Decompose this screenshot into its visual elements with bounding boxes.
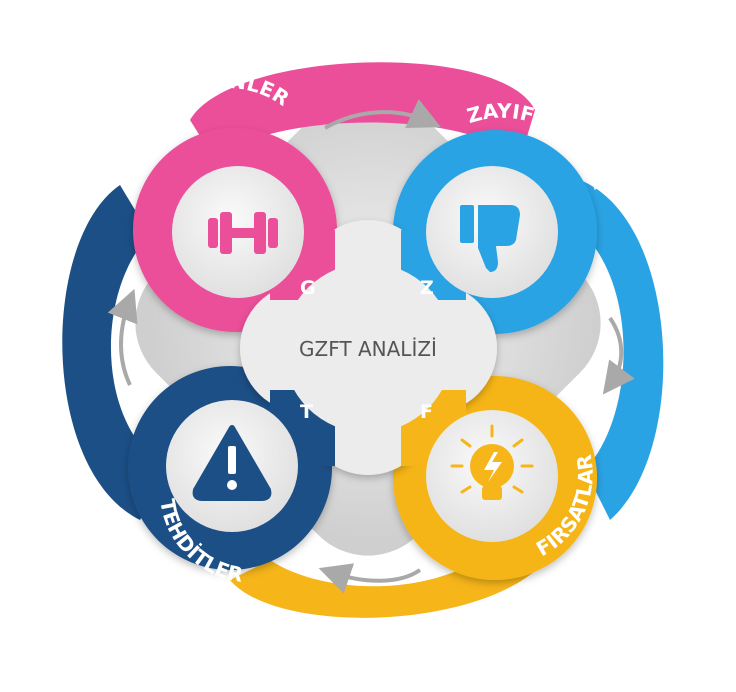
flow-arrow-bottom (318, 563, 422, 594)
letter-g: G (300, 277, 316, 299)
navy-band (62, 185, 170, 520)
warning-icon (192, 425, 272, 501)
yellow-band (230, 520, 560, 618)
letter-z: Z (420, 277, 434, 299)
center-title: GZFT ANALİZİ (299, 337, 437, 361)
lightbulb-icon (450, 424, 534, 500)
letter-t: T (300, 401, 313, 423)
pink-band (190, 62, 535, 160)
thumbs-down-icon (460, 205, 520, 272)
blue-band (560, 180, 664, 520)
center-core (283, 263, 453, 433)
flow-arrow-right (602, 316, 635, 395)
dumbbell-icon (208, 212, 278, 254)
flow-arrow-left (107, 288, 138, 386)
letter-f: F (420, 401, 433, 423)
flow-arrow-top (324, 99, 441, 130)
